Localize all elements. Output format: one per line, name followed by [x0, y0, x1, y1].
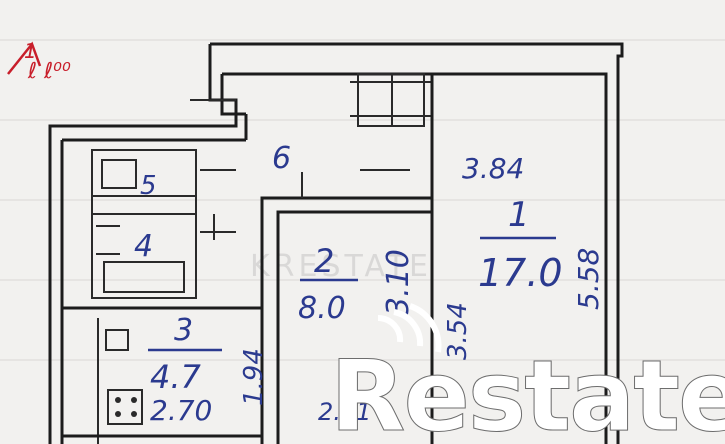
- room-4-number: 4: [134, 229, 153, 264]
- dimension-room1-inner: 3.54: [443, 302, 473, 360]
- room-1-number: 1: [508, 195, 530, 235]
- interior-walls: [62, 73, 434, 444]
- room-3-number: 3: [174, 313, 193, 348]
- dimension-room1-length: 5.58: [572, 248, 605, 310]
- dimension-room3-width: 2.70: [150, 394, 212, 427]
- room-2-area: 8.0: [298, 291, 346, 326]
- room-6-number: 6: [272, 141, 291, 176]
- dimension-bottom-partial: 2.51: [318, 398, 371, 426]
- outer-walls: [48, 42, 624, 444]
- restate-logo: Restate: [330, 303, 725, 444]
- room-3-area: 4.7: [150, 358, 202, 396]
- room-2-number: 2: [314, 242, 334, 280]
- annotation-mark: 1: [24, 39, 37, 63]
- paper-grid: [0, 39, 725, 361]
- dimension-room1-width: 3.84: [462, 152, 524, 185]
- dimension-room2-side: 3.10: [381, 249, 416, 316]
- room-5-number: 5: [140, 171, 157, 201]
- red-annotation: 1 ℓ ℓ⁰⁰: [7, 39, 71, 84]
- room-1-area: 17.0: [478, 251, 563, 295]
- annotation-text: ℓ ℓ⁰⁰: [27, 59, 71, 84]
- background-watermark: KRESTATE: [250, 249, 432, 284]
- restate-wordmark: Restate: [330, 340, 725, 444]
- dimension-room3-height: 1.94: [239, 348, 269, 406]
